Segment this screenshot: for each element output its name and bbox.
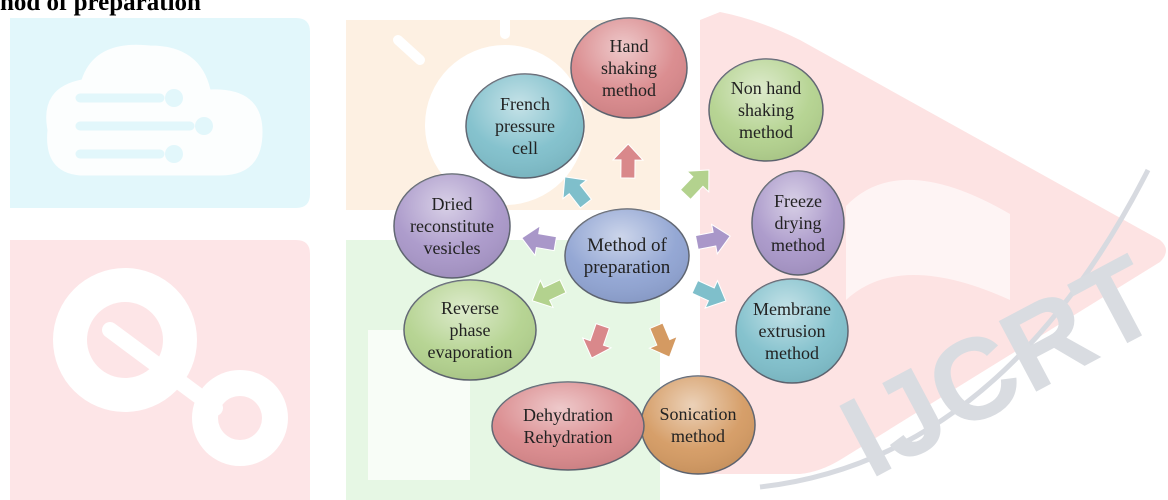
arrow-to-freeze-drying xyxy=(694,223,731,256)
node-dehydration-rehydration-gloss xyxy=(492,382,644,470)
node-french-pressure-gloss xyxy=(466,74,584,178)
node-dried-reconstitute-label-line: vesicles xyxy=(424,238,481,258)
node-non-hand-shaking-gloss xyxy=(709,59,823,161)
node-membrane-extrusion-gloss xyxy=(736,279,848,383)
node-hand-shaking-label-line: method xyxy=(602,80,656,100)
arrow-to-membrane-extrusion xyxy=(691,279,727,309)
node-freeze-drying-label-line: Freeze xyxy=(774,191,822,211)
node-french-pressure-label-line: pressure xyxy=(495,116,555,136)
node-french-pressure-label-line: French xyxy=(500,94,550,114)
center-node-gloss xyxy=(565,209,689,303)
node-dried-reconstitute-label-line: Dried xyxy=(432,194,473,214)
arrow-to-hand-shaking xyxy=(611,143,645,179)
node-reverse-phase-label-line: evaporation xyxy=(428,342,513,362)
node-dried-reconstitute-gloss xyxy=(394,174,510,278)
cloud-icon xyxy=(46,44,263,176)
node-french-pressure-label-line: cell xyxy=(512,138,538,158)
node-reverse-phase-gloss xyxy=(404,280,536,380)
node-non-hand-shaking-label-line: Non hand xyxy=(731,78,802,98)
arrow-to-dried-reconstitute xyxy=(521,224,558,257)
arrows-layer xyxy=(521,143,731,359)
node-reverse-phase-label-line: phase xyxy=(450,320,491,340)
node-reverse-phase-label-line: Reverse xyxy=(441,298,499,318)
node-non-hand-shaking-label-line: method xyxy=(739,122,793,142)
arrow-to-sonication xyxy=(648,322,678,358)
node-membrane-extrusion-label-line: Membrane xyxy=(753,299,831,319)
center-node-label-line: preparation xyxy=(584,257,671,278)
arrow-to-dehydration-rehydration xyxy=(581,322,613,359)
node-freeze-drying-gloss xyxy=(752,171,844,275)
node-freeze-drying-label-line: drying xyxy=(775,213,822,233)
node-sonication-label-line: method xyxy=(671,426,725,446)
node-sonication-gloss xyxy=(641,376,755,474)
node-membrane-extrusion-label-line: method xyxy=(765,343,819,363)
arrow-to-reverse-phase xyxy=(531,279,567,309)
node-hand-shaking-label-line: shaking xyxy=(601,58,657,78)
node-dried-reconstitute-label-line: reconstitute xyxy=(410,216,494,236)
node-hand-shaking-label-line: Hand xyxy=(610,36,649,56)
node-non-hand-shaking-label-line: shaking xyxy=(738,100,794,120)
center-node-label-line: Method of xyxy=(587,235,667,256)
section-heading: hod of preparation xyxy=(0,0,201,16)
node-sonication-label-line: Sonication xyxy=(660,404,737,424)
node-dehydration-rehydration-label-line: Dehydration xyxy=(523,405,613,425)
node-freeze-drying-label-line: method xyxy=(771,235,825,255)
node-membrane-extrusion-label-line: extrusion xyxy=(759,321,826,341)
node-dehydration-rehydration-label-line: Rehydration xyxy=(524,427,613,447)
arrow-to-french-pressure xyxy=(562,176,593,209)
node-hand-shaking-gloss xyxy=(571,18,687,118)
arrow-to-non-hand-shaking xyxy=(679,169,710,201)
